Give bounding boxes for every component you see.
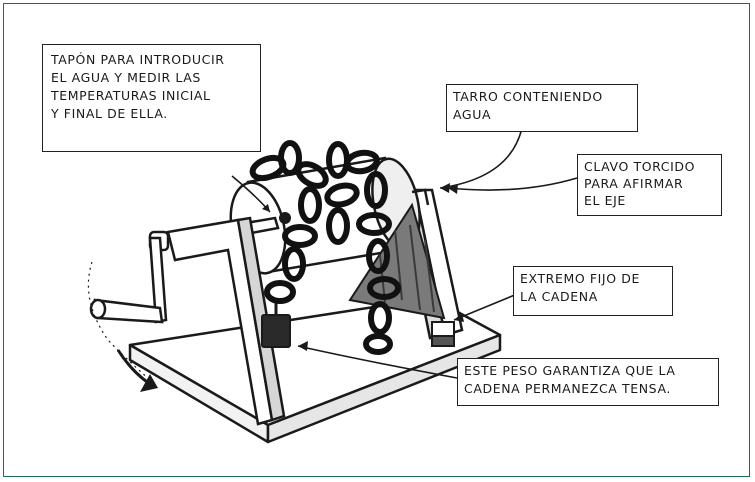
stopper-callout-line: EL AGUA Y MEDIR LAS [51, 70, 201, 85]
stopper-callout-line: Y FINAL DE ELLA. [51, 106, 168, 121]
hanging-weight [261, 300, 291, 348]
fixed-end-callout-line: EXTREMO FIJO DE [520, 271, 640, 286]
callout-pointers [231, 127, 578, 379]
fixed-end-callout-line: LA CADENA [520, 289, 598, 304]
fixed-chain-end [431, 321, 455, 347]
base-board [128, 296, 502, 444]
weight-callout-line: ESTE PESO GARANTIZA QUE LA [464, 363, 676, 378]
bent-nail [411, 188, 430, 206]
chain [249, 140, 401, 355]
weight-callout: ESTE PESO GARANTIZA QUE LA CADENA PERMAN… [457, 358, 719, 406]
jar-callout-line: AGUA [453, 107, 492, 122]
rotation-arrow [87, 261, 158, 392]
nail-callout-line: EL EJE [584, 193, 626, 208]
stopper-callout-line: TAPÓN PARA INTRODUCIR [51, 52, 225, 67]
nail-callout-line: PARA AFIRMAR [584, 176, 684, 191]
jar-callout: TARRO CONTENIENDO AGUA [446, 84, 638, 132]
weight-callout-line: CADENA PERMANEZCA TENSA. [464, 381, 671, 396]
nail-callout: CLAVO TORCIDO PARA AFIRMAR EL EJE [577, 154, 722, 216]
stopper-callout: TAPÓN PARA INTRODUCIR EL AGUA Y MEDIR LA… [42, 44, 261, 152]
nail-callout-line: CLAVO TORCIDO [584, 159, 696, 174]
stopper [279, 212, 291, 224]
callout-arrowheads [262, 183, 464, 351]
jar-callout-line: TARRO CONTENIENDO [453, 89, 603, 104]
stopper-callout-line: TEMPERATURAS INICIAL [51, 88, 211, 103]
fixed-end-callout: EXTREMO FIJO DE LA CADENA [513, 266, 673, 316]
